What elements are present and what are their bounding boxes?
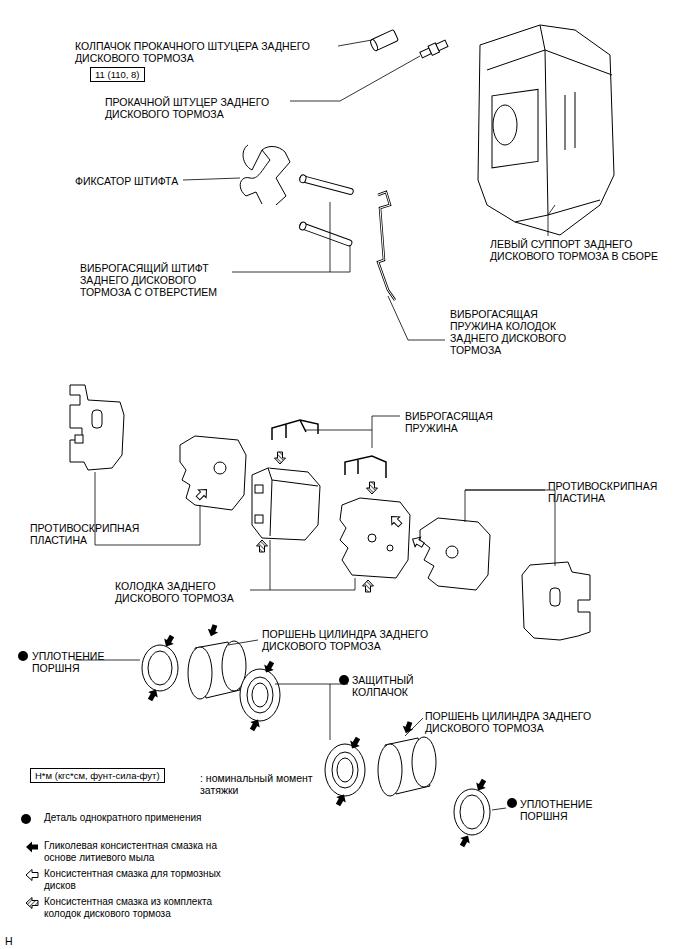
seal-label: УПЛОТНЕНИЕ ПОРШНЯ: [520, 798, 612, 822]
shim-label: ПРОТИВОСКРИПНАЯ ПЛАСТИНА: [548, 480, 668, 504]
torque-unit-box: Н*м (кгс*см, фунт-сила-фут): [30, 768, 165, 783]
damping-pin-label: ВИБРОГАСЯЩИЙ ШТИФТ ЗАДНЕГО ДИСКОВОГО ТОР…: [80, 262, 230, 298]
disc-grease-arrow: [194, 486, 426, 550]
anti-squeal-shim: [180, 436, 246, 510]
caliper-assembly: [478, 25, 614, 235]
torque-text: 11 (110, 8): [95, 69, 140, 80]
legend-symbol: [18, 812, 42, 826]
boot-label: ЗАЩИТНЫЙ КОЛПАЧОК: [352, 674, 432, 698]
figure-letter: H: [5, 935, 25, 947]
legend-row: Консистентная смазка из комплекта колодо…: [18, 896, 278, 920]
pad-spring-label: ВИБРОГАСЯЩАЯ ПРУЖИНА КОЛОДОК ЗАДНЕГО ДИС…: [450, 308, 580, 356]
bleeder-plug: [419, 39, 449, 60]
legend-text: Консистентная смазка из комплекта колодо…: [44, 896, 234, 920]
anti-squeal-shim: [70, 385, 124, 470]
damping-pin: [299, 174, 355, 247]
pin-clip-label: ФИКСАТОР ШТИФТА: [75, 175, 225, 187]
anti-squeal-shim: [420, 518, 490, 590]
leader-line: [75, 40, 555, 810]
damping-spring: [345, 456, 386, 478]
piston-seal: [454, 789, 490, 835]
piston-label: ПОРШЕНЬ ЦИЛИНДРА ЗАДНЕГО ДИСКОВОГО ТОРМО…: [425, 710, 609, 734]
brake-pad: [340, 498, 410, 578]
anti-squeal-shim: [522, 562, 590, 640]
legend-symbol: [18, 840, 42, 854]
torque-legend-label: : номинальный момент затяжки: [200, 772, 318, 796]
torque-text: Н*м (кгс*см, фунт-сила-фут): [35, 770, 160, 781]
dust-boot: [240, 669, 280, 721]
bleeder-cap: [369, 29, 398, 51]
legend-text: Гликолевая консистентная смазка на основ…: [44, 840, 234, 864]
pad-grease-arrow: [257, 452, 378, 592]
legend-text: Деталь однократного применения: [44, 812, 234, 824]
legend-row: Гликолевая консистентная смазка на основ…: [18, 840, 278, 864]
legend-text: Консистентная смазка для тормозных диско…: [44, 868, 234, 892]
legend-row: Консистентная смазка для тормозных диско…: [18, 868, 278, 892]
piston-seal: [142, 645, 178, 691]
damping-spring-label: ВИБРОГАСЯЩАЯ ПРУЖИНА: [405, 410, 505, 434]
shim-label: ПРОТИВОСКРИПНАЯ ПЛАСТИНА: [30, 522, 150, 546]
torque-box: 11 (110, 8): [90, 67, 145, 82]
pin-clip: [240, 145, 290, 205]
dust-boot: [325, 744, 365, 796]
bleeder-cap-label: КОЛПАЧОК ПРОКАЧНОГО ШТУЦЕРА ЗАДНЕГО ДИСК…: [75, 40, 337, 64]
brake-pad: [252, 468, 320, 540]
caliper-label: ЛЕВЫЙ СУППОРТ ЗАДНЕГО ДИСКОВОГО ТОРМОЗА …: [490, 238, 686, 262]
bleeder-plug-label: ПРОКАЧНОЙ ШТУЦЕР ЗАДНЕГО ДИСКОВОГО ТОРМО…: [105, 96, 287, 120]
legend-symbol: [18, 868, 42, 882]
seal-label: УПЛОТНЕНИЕ ПОРШНЯ: [32, 650, 124, 674]
pad-label: КОЛОДКА ЗАДНЕГО ДИСКОВОГО ТОРМОЗА: [115, 580, 251, 604]
piston: [188, 641, 246, 699]
legend-symbol: [18, 896, 42, 910]
piston-label: ПОРШЕНЬ ЦИЛИНДРА ЗАДНЕГО ДИСКОВОГО ТОРМО…: [262, 628, 446, 652]
pad-spring: [378, 192, 395, 300]
piston: [378, 737, 436, 796]
legend-row: Деталь однократного применения: [18, 812, 278, 824]
